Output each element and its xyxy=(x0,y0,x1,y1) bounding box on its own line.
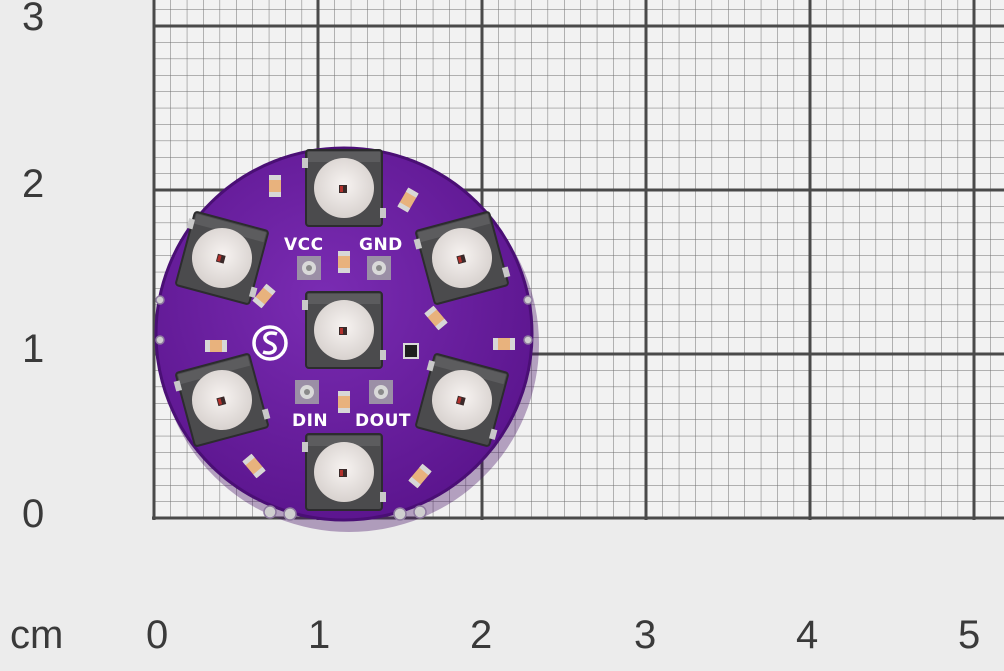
x-tick-2: 2 xyxy=(470,613,492,657)
unit-label: cm xyxy=(10,613,63,657)
x-tick-3: 3 xyxy=(634,613,656,657)
x-tick-5: 5 xyxy=(958,613,980,657)
x-tick-1: 1 xyxy=(308,613,330,657)
led-bottom xyxy=(301,433,387,511)
led-jewel-board: VCC GND DIN DOUT xyxy=(154,146,539,532)
led-top xyxy=(301,149,387,227)
vcc-pad xyxy=(297,256,321,280)
led-center xyxy=(301,291,387,369)
y-tick-2: 2 xyxy=(22,162,44,206)
silk-gnd-label: GND xyxy=(359,235,403,255)
din-pad xyxy=(295,380,319,404)
small-ic xyxy=(403,343,419,359)
x-tick-0: 0 xyxy=(146,613,168,657)
x-tick-4: 4 xyxy=(796,613,818,657)
y-tick-1: 1 xyxy=(22,327,44,371)
board-logo xyxy=(252,325,288,361)
gnd-pad xyxy=(367,256,391,280)
ruler-labels: 3 2 1 0 cm 0 1 2 3 4 5 xyxy=(10,0,980,657)
y-tick-0: 0 xyxy=(22,492,44,536)
y-tick-3: 3 xyxy=(22,0,44,39)
graph-paper xyxy=(152,0,1004,520)
silk-din-label: DIN xyxy=(292,411,328,431)
silk-vcc-label: VCC xyxy=(284,235,324,255)
silk-dout-label: DOUT xyxy=(355,411,411,431)
dout-pad xyxy=(369,380,393,404)
